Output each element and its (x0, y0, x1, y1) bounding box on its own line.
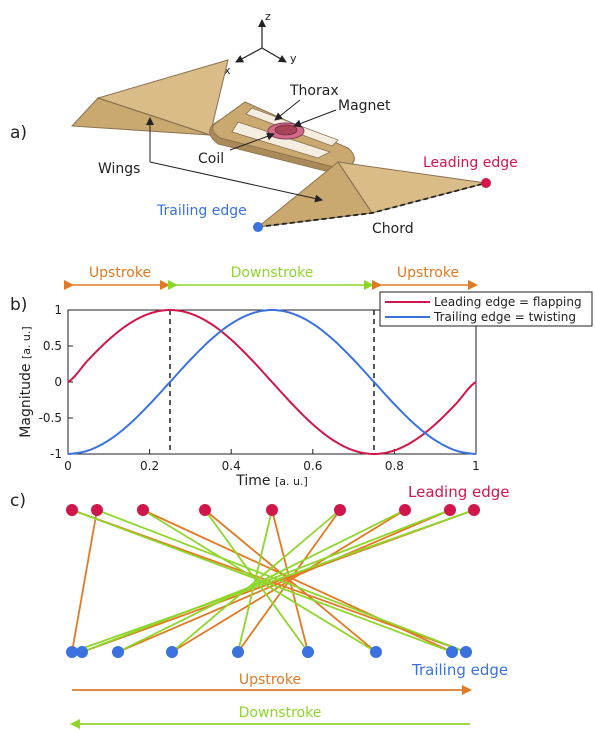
upstroke-label: Upstroke (239, 672, 301, 688)
leading-edge-node (399, 504, 411, 516)
wing-link-group (71, 509, 475, 653)
leading-edge-point (481, 178, 491, 188)
leading-edge-node (91, 504, 103, 516)
leading-edge-label-c: Leading edge (408, 483, 510, 501)
upstroke-phase-label-1: Upstroke (89, 265, 151, 281)
thorax-label: Thorax (289, 83, 339, 99)
x-axis-arrow (235, 47, 263, 63)
trailing-edge-node (76, 646, 88, 658)
upstroke-phase-label-2: Upstroke (397, 265, 459, 281)
trailing-edge-label-c: Trailing edge (411, 661, 508, 679)
x-tick-group: 0 0.2 0.4 0.6 0.8 1 (64, 449, 480, 473)
y-axis-label: y (290, 52, 297, 65)
leading-edge-node (334, 504, 346, 516)
y-axis-arrow (261, 47, 287, 63)
leading-edge-curve (67, 308, 477, 456)
leading-edge-node (266, 504, 278, 516)
magnet-disc (274, 124, 298, 136)
x-tick-label: 0.4 (222, 459, 241, 473)
z-axis-label: z (265, 10, 271, 23)
legend: Leading edge = flapping Trailing edge = … (379, 291, 593, 327)
leading-edge-node (66, 504, 78, 516)
node-group (66, 504, 480, 658)
y-tick-label: 0.5 (43, 339, 62, 353)
x-tick-label: 0 (64, 459, 72, 473)
x-tick-label: 1 (472, 459, 480, 473)
trailing-edge-node (66, 646, 78, 658)
left-wing (70, 59, 229, 136)
trailing-edge-node (446, 646, 458, 658)
leading-edge-label-a: Leading edge (423, 155, 518, 171)
downstroke-phase-label: Downstroke (231, 265, 314, 281)
leading-edge-node (137, 504, 149, 516)
coil-callout (229, 132, 275, 151)
axes-triad (235, 19, 287, 63)
y-tick-label: 1 (54, 303, 62, 317)
y-tick-label: -0.5 (39, 411, 62, 425)
coil-label: Coil (198, 151, 224, 167)
leading-edge-node (444, 504, 456, 516)
y-tick-label: 0 (54, 375, 62, 389)
trailing-edge-node (460, 646, 472, 658)
trailing-edge-node (166, 646, 178, 658)
panel-c-label: c) (10, 491, 26, 511)
leading-edge-node (199, 504, 211, 516)
thorax-frame (209, 101, 355, 177)
legend-box (379, 291, 593, 327)
magnet-label: Magnet (338, 98, 391, 114)
x-tick-label: 0.2 (140, 459, 159, 473)
x-axis-title: Time [a. u.] (235, 473, 308, 489)
trailing-edge-label-a: Trailing edge (156, 203, 247, 219)
upstroke-link (171, 509, 406, 653)
downstroke-link (117, 509, 406, 653)
series-group (67, 308, 477, 456)
trailing-edge-node (370, 646, 382, 658)
panel-c: c) Leading edge Trailing edge Upstroke D… (10, 483, 510, 729)
trailing-edge-node (302, 646, 314, 658)
downstroke-link (171, 509, 341, 653)
trailing-edge-point (253, 222, 263, 232)
y-tick-group: 1 0.5 0 -0.5 -1 (39, 303, 73, 461)
x-axis-label: x (224, 64, 231, 77)
chord-line (257, 182, 487, 228)
chord-label: Chord (372, 221, 414, 237)
right-wing (256, 161, 487, 228)
panel-b-label: b) (10, 295, 27, 315)
leading-edge-node (468, 504, 480, 516)
panel-a: a) z x y (10, 10, 518, 237)
thorax-callout (274, 99, 301, 121)
wings-label: Wings (98, 161, 140, 177)
downstroke-link (81, 509, 451, 653)
upstroke-link (71, 509, 98, 653)
x-tick-label: 0.8 (385, 459, 404, 473)
trailing-edge-node (232, 646, 244, 658)
x-tick-label: 0.6 (303, 459, 322, 473)
legend-entry-trailing: Trailing edge = twisting (433, 310, 576, 324)
downstroke-label: Downstroke (239, 705, 322, 721)
y-axis-title: Magnitude [a. u.] (18, 326, 34, 437)
trailing-edge-node (112, 646, 124, 658)
magnet-callout (293, 109, 337, 128)
y-tick-label: -1 (50, 447, 62, 461)
downstroke-link (71, 509, 475, 653)
wings-callout-right (149, 161, 323, 203)
legend-entry-leading: Leading edge = flapping (434, 295, 582, 309)
upstroke-link (142, 509, 453, 653)
downstroke-link (96, 509, 467, 653)
trailing-edge-curve (67, 308, 477, 455)
panel-a-label: a) (10, 123, 27, 143)
